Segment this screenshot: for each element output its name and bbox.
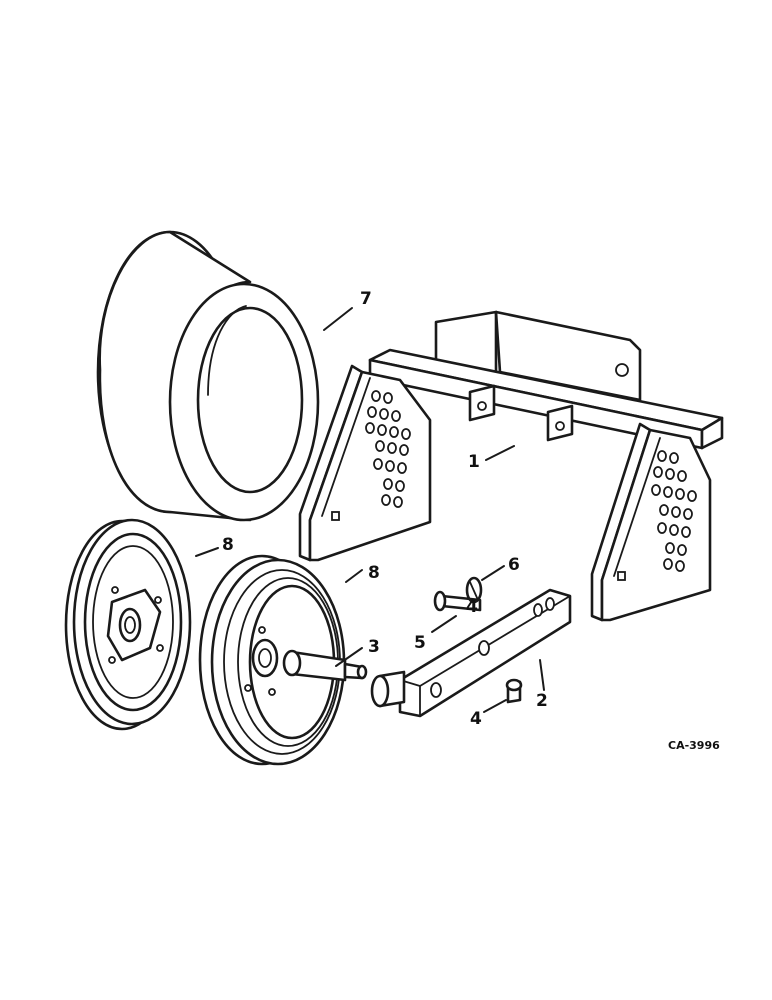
- callout-8-right: 8: [368, 563, 380, 583]
- side-plate-left: [298, 364, 432, 562]
- callout-6: 6: [508, 555, 520, 575]
- leader-3: [335, 647, 363, 667]
- callout-5: 5: [414, 633, 426, 653]
- axle: [282, 649, 368, 682]
- leader-8a: [195, 547, 219, 557]
- bushing: [505, 678, 523, 704]
- wheel-left: [64, 518, 192, 731]
- tire: [96, 230, 320, 522]
- callout-1: 1: [468, 452, 480, 472]
- callout-3: 3: [368, 637, 380, 657]
- arm: [370, 588, 572, 718]
- leader-6: [481, 565, 505, 581]
- callout-4-bottom: 4: [470, 709, 482, 729]
- side-plate-right: [590, 422, 712, 622]
- clip: [465, 576, 483, 604]
- leader-4b: [483, 699, 507, 713]
- leader-5: [431, 615, 457, 633]
- callout-7: 7: [360, 289, 372, 309]
- wheel-right: [198, 554, 346, 766]
- callout-4-top: 4: [466, 597, 478, 617]
- frame-bracket: [368, 310, 724, 450]
- plate-holes-left: [331, 390, 411, 521]
- callout-2: 2: [536, 691, 548, 711]
- callout-8-left: 8: [222, 535, 234, 555]
- leader-8b: [345, 569, 363, 583]
- leader-2: [539, 659, 545, 691]
- leader-1: [485, 445, 515, 461]
- plate-holes-right: [617, 450, 697, 581]
- drawing-code: CA-3996: [668, 739, 720, 752]
- leader-7: [323, 307, 353, 331]
